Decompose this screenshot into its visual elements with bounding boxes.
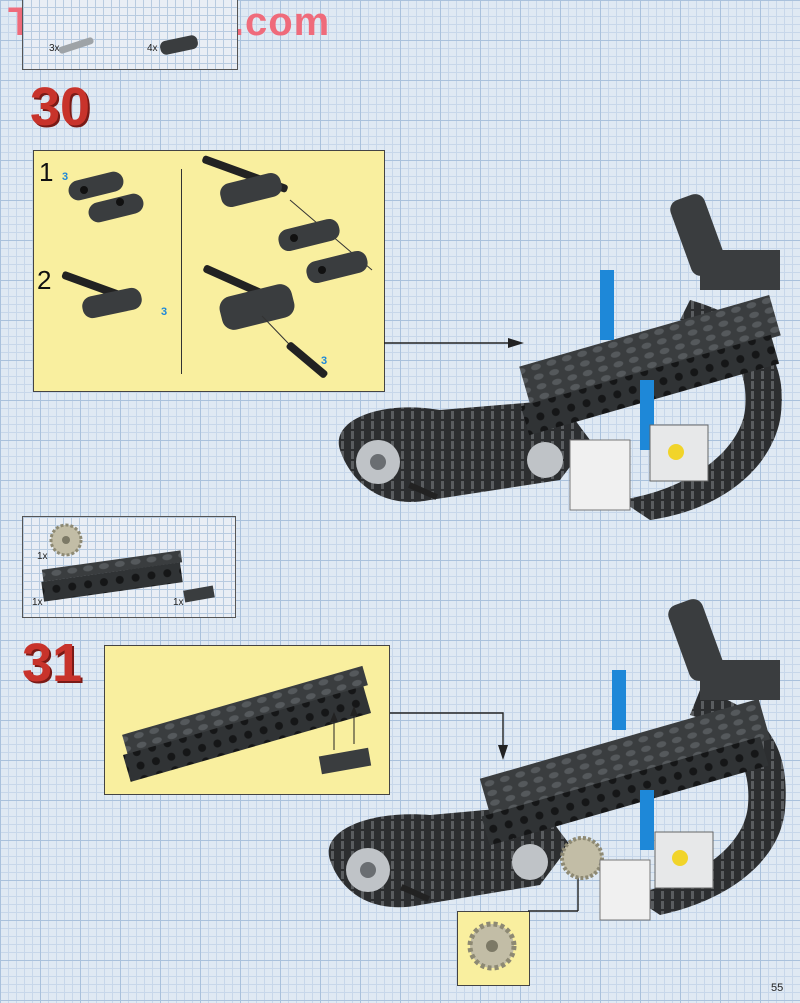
liftarm-part-icon bbox=[68, 171, 144, 223]
vehicle-model-step30 bbox=[338, 194, 782, 520]
parts-qty-label: 3x bbox=[49, 43, 60, 54]
step-number-30: 30 bbox=[30, 77, 91, 137]
step-arrow bbox=[390, 712, 508, 760]
liftarm-axle-icon bbox=[203, 265, 328, 378]
connector-icon bbox=[160, 35, 198, 55]
step-arrow bbox=[384, 338, 524, 348]
vehicle-model-step31 bbox=[328, 599, 786, 921]
step-number-31: 31 bbox=[22, 633, 83, 693]
page-number: 55 bbox=[771, 982, 784, 994]
parts-qty-label: 1x bbox=[32, 597, 43, 608]
liftarm-assembly-icon bbox=[202, 155, 373, 284]
panel-divider bbox=[181, 169, 182, 374]
liftarm-with-pins-icon bbox=[61, 271, 142, 319]
part-count-label: 3 bbox=[161, 306, 168, 318]
beam-part-icon bbox=[41, 550, 183, 602]
beam-with-plate-icon bbox=[122, 665, 372, 782]
gear-callout-icon bbox=[467, 921, 517, 971]
parts-qty-label: 1x bbox=[37, 551, 48, 562]
substep-1-label: 1 bbox=[39, 157, 54, 187]
top-parts-box: 3x 4x bbox=[22, 0, 238, 70]
part-count-label: 3 bbox=[321, 355, 328, 367]
plate-part-icon bbox=[183, 585, 215, 603]
axle-pin-icon bbox=[58, 37, 94, 54]
parts-qty-label: 1x bbox=[173, 597, 184, 608]
substep-2-label: 2 bbox=[37, 265, 52, 295]
part-count-label: 3 bbox=[62, 171, 69, 183]
parts-qty-label: 4x bbox=[147, 43, 158, 54]
gear-part-icon bbox=[49, 523, 83, 557]
